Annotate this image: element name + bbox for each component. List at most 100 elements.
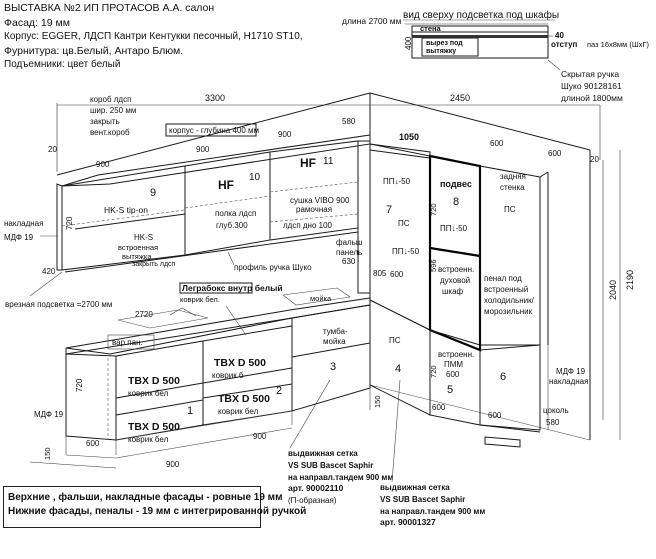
upper-cabinets — [56, 134, 371, 294]
top-view-wall: стена — [420, 24, 442, 33]
net2-line1: выдвижная сетка — [380, 483, 450, 492]
cabinet-11-note-3: лдсп дно 100 — [283, 221, 333, 230]
net-callout-2: выдвижная сетка VS SUB Bascet Saphir на … — [380, 379, 485, 527]
room-outline — [56, 92, 621, 441]
dim-580: 580 — [342, 117, 356, 126]
tumba-2: мойка — [323, 337, 346, 346]
box-note-4: вент.короб — [90, 128, 130, 137]
sink-label: мойка — [310, 294, 332, 303]
tall-7-ps: ПС — [398, 219, 410, 228]
top-view-title: вид сверху подсветка под шкафы — [403, 9, 559, 21]
net1-line4: арт. 90002110 — [288, 483, 344, 493]
cabinet-10-hf: HF — [218, 178, 234, 192]
dim-900-base-b: 900 — [166, 460, 180, 469]
plinth-dim: 580 — [546, 418, 560, 427]
top-view-dim-400: 400 — [404, 36, 413, 50]
net2-line4: арт. 90001327 — [380, 517, 436, 527]
base-cabinets — [29, 287, 371, 469]
tbx-2-mat: коврик бел — [128, 435, 169, 444]
dim-3300: 3300 — [205, 93, 225, 103]
mdf-right-1: МДФ 19 — [556, 367, 586, 376]
dim-600-base-b: 600 — [488, 411, 502, 420]
header-body: Корпус: EGGER, ЛДСП Кантри Кентукки песо… — [4, 31, 303, 42]
plinth-label: цоколь — [543, 406, 569, 415]
cabinet-9b-label-4: закрыть лдсп — [132, 261, 176, 268]
varpan-label: вар.пан. — [112, 338, 143, 347]
base-5-label-1: встроенн. — [438, 350, 474, 359]
dim-150-left: 150 — [43, 447, 52, 460]
oven-3: шкаф — [442, 287, 464, 296]
handle-note: Скрытая ручка Шуко 90128161 длиной 1800м… — [561, 69, 623, 103]
header-lifts: Подъемники: цвет белый — [4, 59, 121, 70]
base-4-number: 4 — [395, 363, 401, 375]
cabinet-11-number: 11 — [323, 156, 334, 167]
base-labels: Леграбокс внутр белый коврик бел. мойка … — [34, 282, 382, 469]
dim-20-left: 20 — [48, 145, 57, 154]
base-3-number: 3 — [330, 361, 336, 373]
top-view-cutout-2: вытяжку — [426, 48, 456, 55]
base-2-number: 2 — [276, 385, 282, 397]
depth-note: корпус - глубина 400 мм — [169, 126, 259, 135]
back-wall-1: задняя — [500, 172, 526, 181]
net1-line2: VS SUB Bascet Saphir — [288, 461, 373, 470]
cabinet-10-number: 10 — [249, 172, 261, 183]
dim-2450: 2450 — [450, 93, 470, 103]
box-note-3: закрыть — [90, 117, 120, 126]
top-view-body — [411, 25, 549, 59]
top-view: вид сверху подсветка под шкафы длина 270… — [342, 9, 650, 71]
tall-7-number: 7 — [386, 204, 392, 216]
fridge-4: морозильник — [484, 307, 533, 316]
back-wall-2: стенка — [500, 183, 525, 192]
legrabox-label: Леграбокс внутр белый — [182, 283, 283, 293]
tumba-1: тумба- — [323, 327, 348, 336]
top-view-led-strip — [412, 35, 548, 38]
dim-805: 805 — [373, 269, 387, 278]
dim-420: 420 — [42, 267, 56, 276]
top-view-dim-40: 40 — [555, 31, 564, 40]
mdf-right-2: накладная — [549, 377, 588, 386]
top-view-groove: паз 16х8мм (ШхГ) — [587, 40, 650, 49]
led-note: врезная подсветка =2700 мм — [5, 300, 112, 309]
cabinet-10-note-1: полка лдсп — [215, 209, 256, 218]
base-4-ps: ПС — [389, 336, 401, 345]
dim-720-tall: 720 — [429, 203, 438, 216]
cabinet-10-front — [184, 151, 271, 256]
cabinet-9-label: HK-S tip-on — [104, 205, 148, 215]
net1-line1: выдвижная сетка — [288, 449, 358, 458]
top-view-cutout-1: вырез под — [426, 40, 463, 47]
header-hardware: Фурнитура: цв.Белый, Антаро Блюм. — [4, 45, 184, 57]
dim-150-right: 150 — [373, 395, 382, 408]
profile-note: профиль ручка Шуко — [234, 263, 312, 272]
tbx-4-mat: коврик бел — [218, 407, 259, 416]
notes-line-1: Верхние , фальши, накладные фасады - ров… — [8, 492, 283, 503]
base-5-label-2: ПММ — [444, 360, 463, 369]
tall-8-number: 8 — [453, 196, 459, 208]
net1-line5: (П-образная) — [288, 496, 337, 505]
tall-8-pp: ПП↓-50 — [440, 224, 468, 233]
dim-720-base: 720 — [75, 378, 84, 392]
cabinet-9b-label-3: вытяжка — [122, 252, 152, 261]
tall-labels: ПП↓-50 7 ПС ПП↓-50 805 600 подвес 8 ПП↓-… — [373, 172, 588, 427]
dim-2040: 2040 — [608, 280, 618, 300]
cabinet-9-number: 9 — [150, 187, 156, 199]
dim-630: 630 — [342, 257, 356, 266]
dim-720-upper: 720 — [65, 216, 74, 230]
base-cabinet-3 — [291, 304, 371, 412]
legrabox-mat: коврик бел. — [180, 295, 220, 304]
cabinet-9b-label-2: встроенная — [118, 243, 158, 252]
fridge-2: встроенный — [484, 285, 528, 294]
tall-cabinet-7 — [369, 143, 431, 331]
overlay-left-2: МДФ 19 — [4, 233, 34, 242]
base-cabinet-6-lower — [479, 344, 541, 431]
net2-line2: VS SUB Bascet Saphir — [380, 495, 465, 504]
net1-line3: на направл.тандем 900 мм — [288, 473, 393, 482]
header-facade: Фасад: 19 мм — [4, 17, 70, 29]
base-1-number: 1 — [187, 405, 193, 417]
tall-cabinet-6 — [479, 165, 541, 351]
varpan-box — [107, 334, 155, 350]
tall-7-pp2: ПП↓-50 — [392, 247, 420, 256]
tbx-1-mat: коврик бел — [128, 389, 169, 398]
box-note-2: шир. 250 мм — [90, 106, 136, 115]
dim-900-upper-a: 900 — [96, 160, 110, 169]
top-view-offset: отступ — [551, 40, 578, 49]
